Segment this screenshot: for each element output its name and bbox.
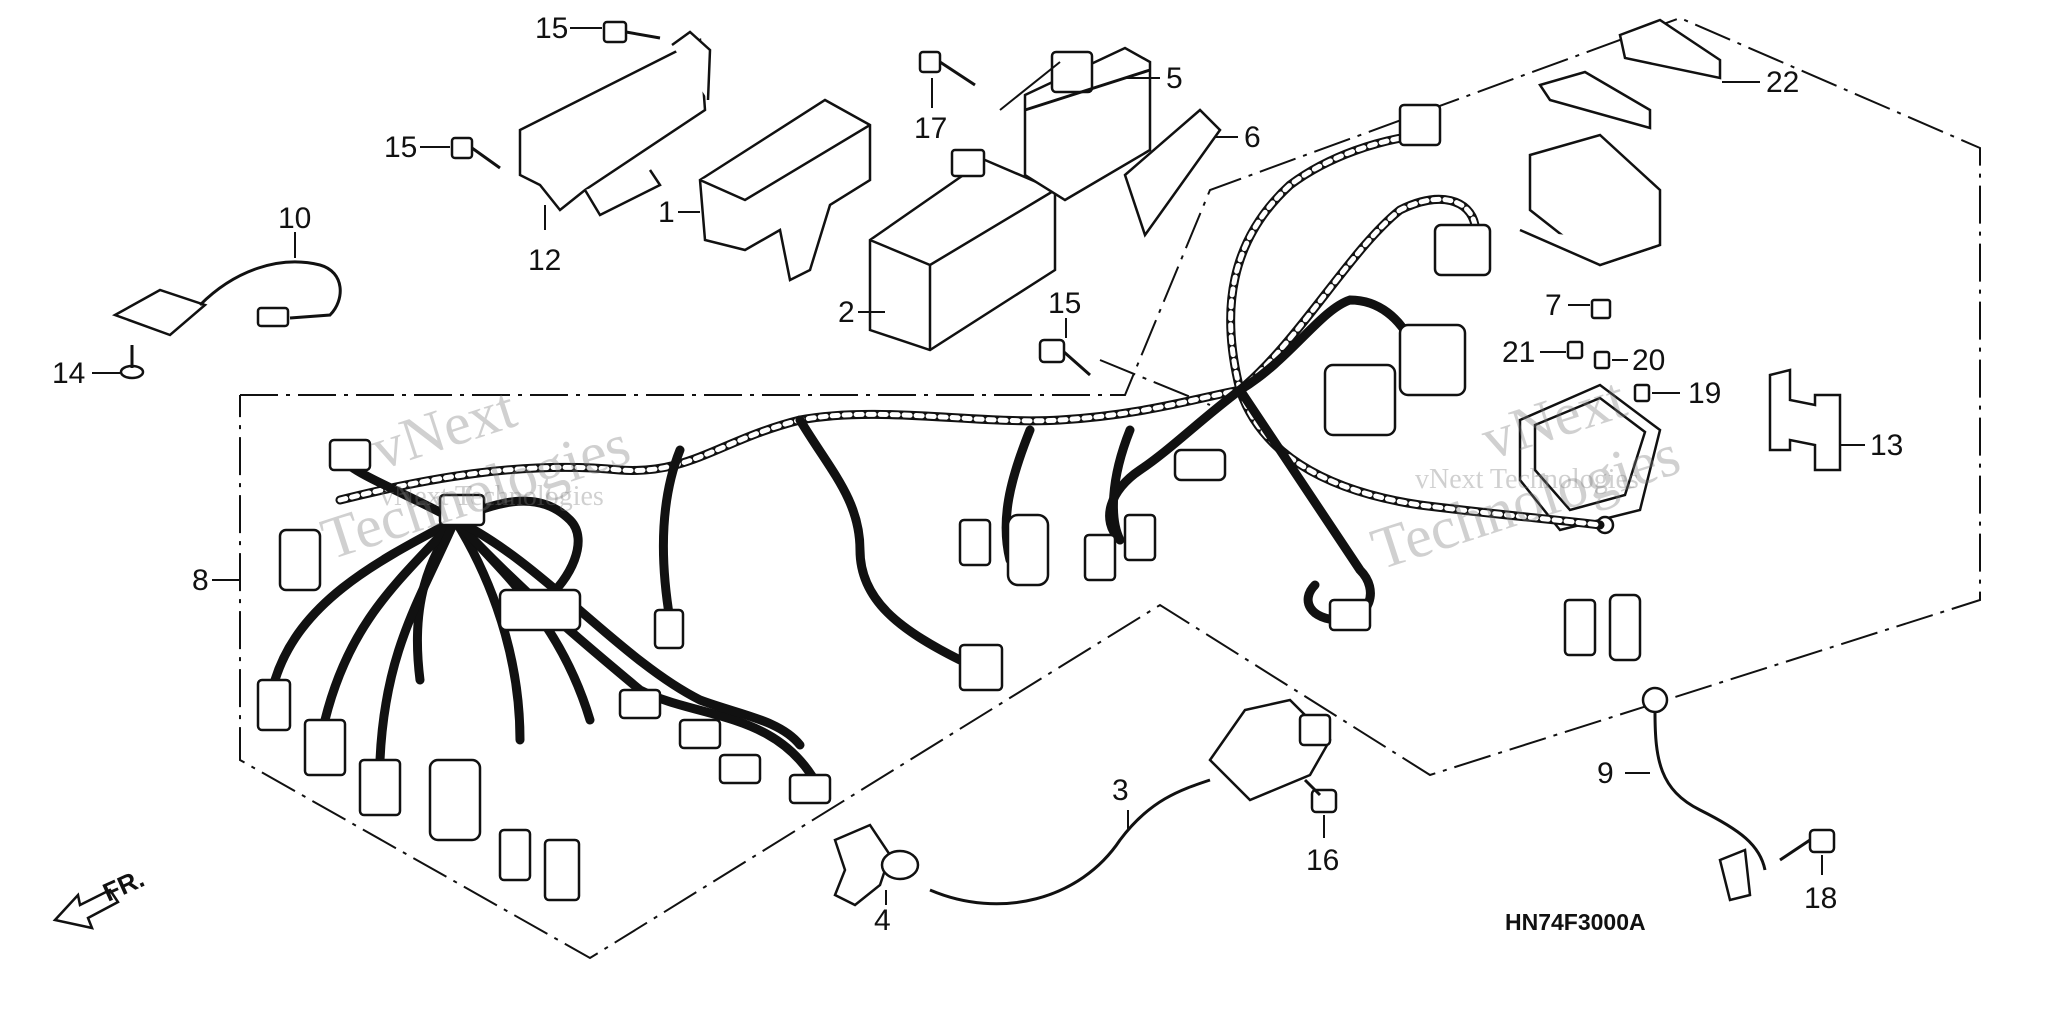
bracket-12 <box>518 30 712 230</box>
fuse-19 <box>1633 383 1651 403</box>
callout-6: 6 <box>1244 121 1261 154</box>
group-boundaries <box>239 16 1981 960</box>
watermark-line3: vNext Technologies <box>380 481 604 512</box>
fuse-21 <box>1566 340 1584 360</box>
diagram-code: HN74F3000A <box>1505 909 1646 935</box>
callout-17: 17 <box>914 112 947 145</box>
callout-15-left: 15 <box>384 131 417 164</box>
relay-7 <box>1590 298 1612 320</box>
bolt-15-top <box>570 20 661 44</box>
callout-labels: 1 2 3 4 5 6 7 8 9 10 12 13 14 15 15 15 1… <box>52 12 1903 937</box>
callout-16: 16 <box>1306 844 1339 877</box>
callout-13: 13 <box>1870 429 1903 462</box>
bolt-16 <box>1303 778 1338 838</box>
boundary-link <box>1099 359 1211 406</box>
fuses <box>1540 298 1680 403</box>
ecm-unit-2 <box>858 148 1057 352</box>
fuse-box-base <box>1518 383 1662 535</box>
callout-8: 8 <box>192 564 209 597</box>
ecm-cover-1 <box>678 98 872 282</box>
callout-14: 14 <box>52 357 85 390</box>
sensor-10 <box>111 232 342 337</box>
callout-9: 9 <box>1597 757 1614 790</box>
fuse-20 <box>1593 350 1611 370</box>
label-22 <box>1538 18 1760 130</box>
callout-15-center: 15 <box>1048 287 1081 320</box>
callout-15-top: 15 <box>535 12 568 45</box>
callout-20: 20 <box>1632 344 1665 377</box>
callout-3: 3 <box>1112 774 1129 807</box>
bolt-15-left <box>420 136 501 170</box>
bolt-15-center <box>1038 318 1091 377</box>
callout-12: 12 <box>528 244 561 277</box>
harness-boundary <box>239 16 1981 960</box>
bolt-17 <box>918 50 976 108</box>
callout-18: 18 <box>1804 882 1837 915</box>
callout-19: 19 <box>1688 377 1721 410</box>
callout-1: 1 <box>658 196 675 229</box>
plate-6 <box>1123 108 1238 238</box>
callout-21: 21 <box>1502 336 1535 369</box>
callout-22: 22 <box>1766 66 1799 99</box>
callout-5: 5 <box>1166 62 1183 95</box>
regulator-5 <box>999 46 1160 202</box>
wire-harness-8 <box>212 103 1642 902</box>
ground-cable-9 <box>1625 686 1767 902</box>
boot-4 <box>833 823 920 907</box>
callout-4: 4 <box>874 904 891 937</box>
bracket-13 <box>1768 368 1865 472</box>
watermark-line3: vNext Technologies <box>1415 464 1639 495</box>
callout-10: 10 <box>278 202 311 235</box>
cable-3 <box>929 698 1332 906</box>
fuse-box-cover <box>1519 133 1662 267</box>
front-direction-arrow: FR. <box>52 863 149 930</box>
callout-2: 2 <box>838 296 855 329</box>
callout-7: 7 <box>1545 289 1562 322</box>
bolt-18 <box>1779 828 1836 875</box>
screw-14 <box>92 345 145 380</box>
